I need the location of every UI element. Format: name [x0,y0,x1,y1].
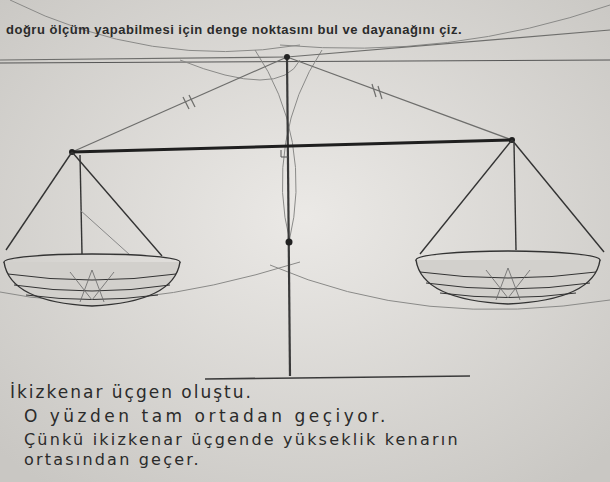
intersection-point [286,239,293,246]
pan-ornament [70,270,114,302]
pan-string [514,143,516,250]
tick-mark [183,97,189,109]
arc [180,60,300,80]
pan-string [80,210,130,255]
side-line [287,57,512,140]
tick-mark [378,86,382,99]
pan-string [6,152,72,250]
beam [72,140,512,152]
tick-mark [372,84,376,97]
handwritten-note: Çünkü ikizkenar üçgende yükseklik kenarı… [24,430,494,470]
pan-hatch [420,272,596,298]
task-instruction: doğru ölçüm yapabilmesi için denge nokta… [6,22,604,38]
pan-hatch [8,274,176,300]
tick-mark [189,95,195,107]
left-pan [4,152,180,306]
pan-string [80,155,82,254]
handwritten-note: İkizkenar üçgen oluştu. [10,382,430,403]
side-line [0,57,287,60]
pan-bowl [4,262,180,306]
right-angle-mark [281,150,288,157]
pan-string [512,140,604,252]
pan-string [72,152,162,256]
base-line [205,376,470,379]
pan-bowl [416,260,600,304]
apex-point [284,54,290,60]
pan-ornament [486,268,530,300]
side-line [72,57,287,152]
compass-arcs [0,0,610,309]
right-pan [416,140,604,304]
handwritten-note: O yüzden tam ortadan geçiyor. [24,406,584,427]
support-post [287,57,290,376]
page-rule [0,60,610,63]
pan-string [420,140,512,254]
isosceles-sides [0,30,610,152]
